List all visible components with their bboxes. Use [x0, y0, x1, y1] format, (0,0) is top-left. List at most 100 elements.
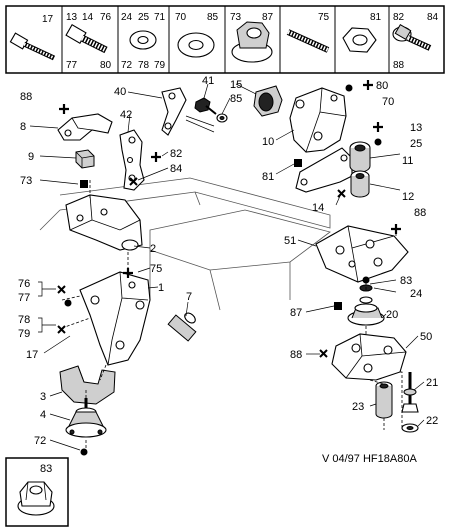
callout-82: 82 [170, 148, 182, 160]
washer-small-icon [129, 30, 157, 50]
callout-72: 72 [34, 435, 46, 447]
callout-87: 87 [290, 307, 302, 319]
callout-11: 11 [402, 155, 413, 167]
callout-1: 1 [158, 282, 164, 294]
bracket-40 [161, 87, 187, 136]
inset-nut-box: 83 [5, 457, 69, 527]
flange-bolt-icon [392, 23, 432, 51]
spacer-23 [375, 381, 393, 419]
callout-75: 75 [150, 263, 162, 275]
washer-85 [216, 113, 228, 123]
symbol-markers [38, 80, 401, 456]
callout-73: 73 [20, 175, 32, 187]
header-box3-top-1: 25 [138, 12, 150, 23]
callout-88-a: 88 [20, 91, 32, 103]
washer-large-icon [177, 32, 215, 58]
callout-3: 3 [40, 391, 46, 403]
hex-nut-icon [342, 27, 377, 53]
callout-78: 78 [18, 314, 30, 326]
stud-21 [401, 372, 419, 413]
callout-40: 40 [114, 86, 126, 98]
header-box1-top-0: 17 [42, 14, 54, 25]
callout-81: 81 [262, 171, 274, 183]
sleeve-7 [167, 312, 197, 342]
header-box7-top-0: 81 [370, 12, 382, 23]
bracket-1 [79, 271, 151, 366]
saddle-3 [59, 365, 116, 405]
bushing-11 [349, 141, 371, 173]
callout-85: 85 [230, 93, 242, 105]
callout-42: 42 [120, 109, 132, 121]
bracket-51 [315, 225, 409, 283]
callout-15: 15 [230, 79, 242, 91]
callout-7: 7 [186, 291, 192, 303]
callout-76: 76 [18, 278, 30, 290]
callout-17: 17 [26, 349, 38, 361]
callout-8: 8 [20, 121, 26, 133]
callout-79: 79 [18, 328, 30, 340]
rubber-mount-4 [65, 398, 107, 438]
callout-14: 14 [312, 202, 324, 214]
callout-9: 9 [28, 151, 34, 163]
header-box8-top-0: 82 [393, 12, 405, 23]
flange-nut-icon [231, 21, 273, 63]
bolt-41 [194, 97, 217, 115]
header-box4-top-1: 85 [207, 12, 219, 23]
header-box5-top-1: 87 [262, 12, 274, 23]
header-box2-bottom-1: 80 [100, 60, 112, 71]
leader-lines [29, 83, 425, 451]
inset-label: 83 [40, 463, 52, 475]
bolt-17-icon [9, 32, 56, 61]
header-box6-top-0: 75 [318, 12, 330, 23]
mount-20 [347, 284, 385, 326]
header-box2-top-0: 13 [66, 12, 78, 23]
washer-22 [401, 423, 419, 433]
header-box3-top-2: 71 [154, 12, 166, 23]
callout-41: 41 [202, 75, 214, 87]
header-box2-top-2: 76 [100, 12, 112, 23]
header-box2-top-1: 14 [82, 12, 94, 23]
bracket-50 [331, 333, 407, 381]
header-box4-top-0: 70 [175, 12, 187, 23]
callout-88-c: 88 [290, 349, 302, 361]
nut-83-icon [17, 481, 55, 516]
header-box3-bottom-1: 78 [138, 60, 150, 71]
callout-50: 50 [420, 331, 432, 343]
callout-88-b: 88 [414, 207, 426, 219]
header-box5-top-0: 73 [230, 12, 242, 23]
callout-20: 20 [386, 309, 398, 321]
callout-4: 4 [40, 409, 46, 421]
callout-10: 10 [262, 136, 274, 148]
fastener-legend-strip: 17 13 14 76 77 80 24 25 71 72 78 79 70 8… [5, 5, 445, 74]
callout-13: 13 [410, 122, 422, 134]
callout-80: 80 [376, 80, 388, 92]
callout-24: 24 [410, 288, 422, 300]
stud-75-icon [286, 29, 330, 53]
engine-mount-2 [65, 194, 143, 251]
callout-77: 77 [18, 292, 30, 304]
header-box8-bottom-0: 88 [393, 60, 405, 71]
bracket-8 [57, 113, 113, 141]
bushing-12 [350, 170, 370, 198]
header-box3-bottom-2: 79 [154, 60, 166, 71]
callout-83: 83 [400, 275, 412, 287]
callout-70: 70 [382, 96, 394, 108]
header-box2-bottom-0: 77 [66, 60, 78, 71]
callout-12: 12 [402, 191, 414, 203]
drawing-reference: V 04/97 HF18A80A [322, 453, 417, 465]
link-arm [295, 147, 353, 193]
callout-2: 2 [150, 243, 156, 255]
callout-22: 22 [426, 415, 438, 427]
header-box3-top-0: 24 [121, 12, 133, 23]
header-box3-bottom-0: 72 [121, 60, 133, 71]
chassis-outline [39, 177, 331, 311]
block-9 [75, 149, 95, 169]
callout-51: 51 [284, 235, 296, 247]
callout-84: 84 [170, 163, 182, 175]
bushing-15 [253, 85, 283, 117]
bolt-13-icon [65, 24, 108, 54]
callout-21: 21 [426, 377, 438, 389]
callout-25: 25 [410, 138, 422, 150]
header-box8-top-1: 84 [427, 12, 439, 23]
